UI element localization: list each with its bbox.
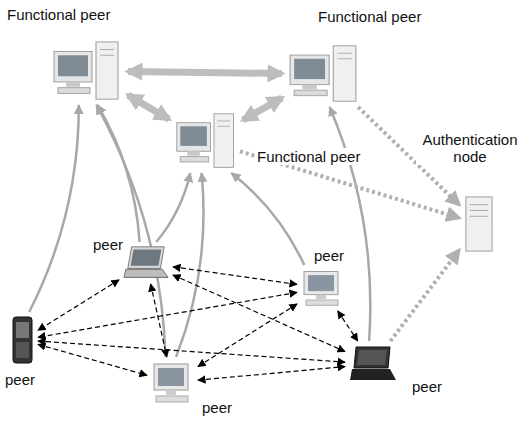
device-icon [175,112,237,170]
network-device: Functional peer [288,44,360,104]
connector-arrow [38,292,297,337]
device-label: peer [312,247,346,264]
device-icon [348,344,398,384]
connector-arrow [38,341,345,362]
connector-arrow [151,284,167,357]
connector-arrow [96,105,165,357]
connector-arrow [173,275,345,352]
connector-arrow [97,105,139,242]
connector-arrow [231,173,304,265]
connector-arrow [128,95,169,119]
device-label: Functional peer [255,148,362,165]
connector-arrow [156,173,190,242]
network-device: Functional peer [52,40,122,102]
connector-arrow [243,98,282,120]
device-label: Functional peer [316,8,423,25]
connector-arrow [390,250,459,341]
device-label: peer [200,399,234,416]
network-device: Functional peer [175,112,237,170]
network-device: peer [300,268,345,308]
connector-arrow [176,173,203,357]
connector-arrow [198,304,297,366]
network-device: peer [122,245,170,281]
connector-arrow [29,105,79,312]
device-icon [288,44,360,104]
device-icon [10,315,35,365]
device-label: peer [3,371,37,388]
device-icon [300,268,345,308]
connector-arrow [38,280,119,331]
network-device: peer [150,360,195,405]
device-icon [150,360,195,405]
device-label: peer [91,236,125,253]
connector-arrow [198,367,345,381]
connector-arrow [338,311,358,341]
connector-arrow [38,344,147,375]
device-label: Authentication node [416,131,524,165]
device-icon [52,40,122,102]
connector-arrow [173,267,297,285]
device-label: Functional peer [5,6,112,23]
device-label: peer [410,378,444,395]
device-icon [462,195,496,253]
network-device: peer [348,344,398,384]
connector-arrow [128,72,282,74]
device-icon [122,245,170,281]
network-device: peer [10,315,35,365]
network-device: Authentication node [462,195,496,253]
connector-arrow [330,107,371,341]
